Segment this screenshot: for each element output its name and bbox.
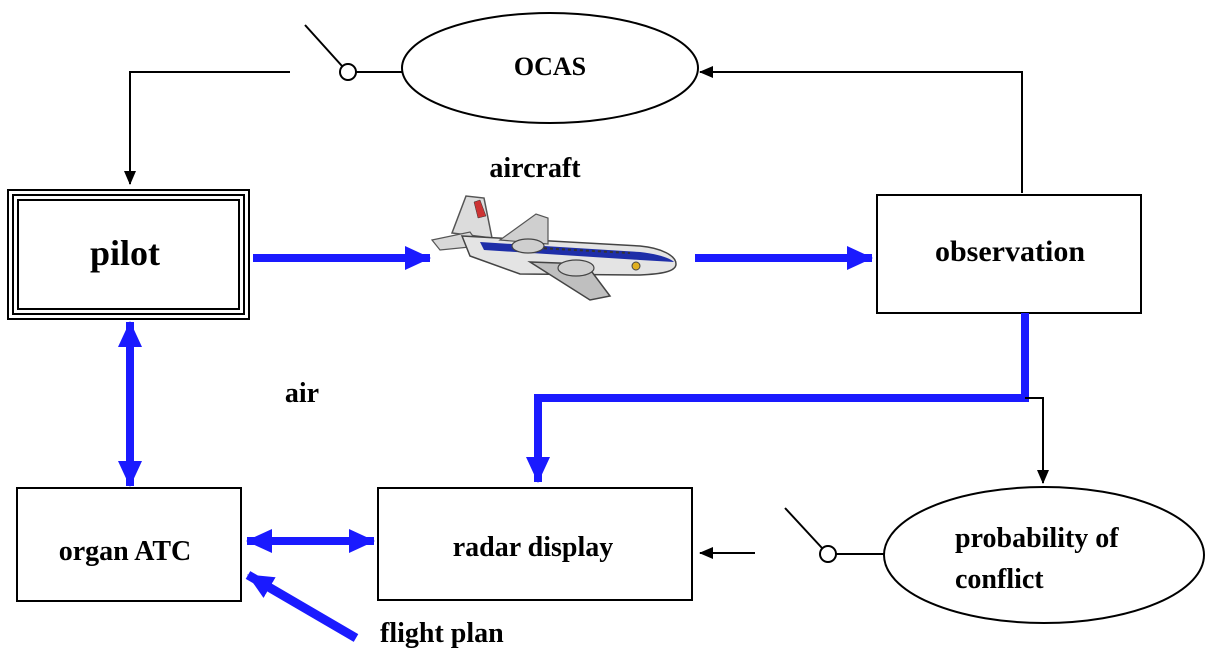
aircraft-label: aircraft (489, 153, 581, 184)
organ-atc-label: organ ATC (59, 536, 192, 567)
radar-display-label: radar display (453, 532, 614, 563)
pilot-label: pilot (90, 233, 160, 273)
observation-to-radar-arrow (526, 313, 1029, 483)
pilot-node: pilot (7, 189, 250, 320)
flight-plan-label: flight plan (380, 618, 504, 649)
probability-of-conflict-node: probability of conflict (883, 486, 1205, 624)
ocas-node: OCAS (401, 12, 699, 124)
flight-plan-arrow (245, 571, 359, 642)
observation-node: observation (876, 194, 1142, 314)
radar-display-node: radar display (377, 487, 693, 601)
observation-to-ocas-arrow (699, 66, 1023, 193)
ocas-to-pilot-arrow (124, 71, 290, 185)
airplane-icon (430, 195, 677, 301)
air-label: air (285, 378, 319, 409)
observation-label: observation (935, 235, 1085, 268)
switch-icon (304, 24, 402, 81)
ocas-label: OCAS (514, 52, 586, 81)
switch-icon (784, 507, 884, 563)
probability-of-conflict-label-line2: conflict (955, 564, 1044, 595)
probability-of-conflict-label-line1: probability of (955, 523, 1119, 554)
observation-to-conflict-arrow (1025, 397, 1049, 484)
organ-atc-node: organ ATC (16, 487, 242, 602)
